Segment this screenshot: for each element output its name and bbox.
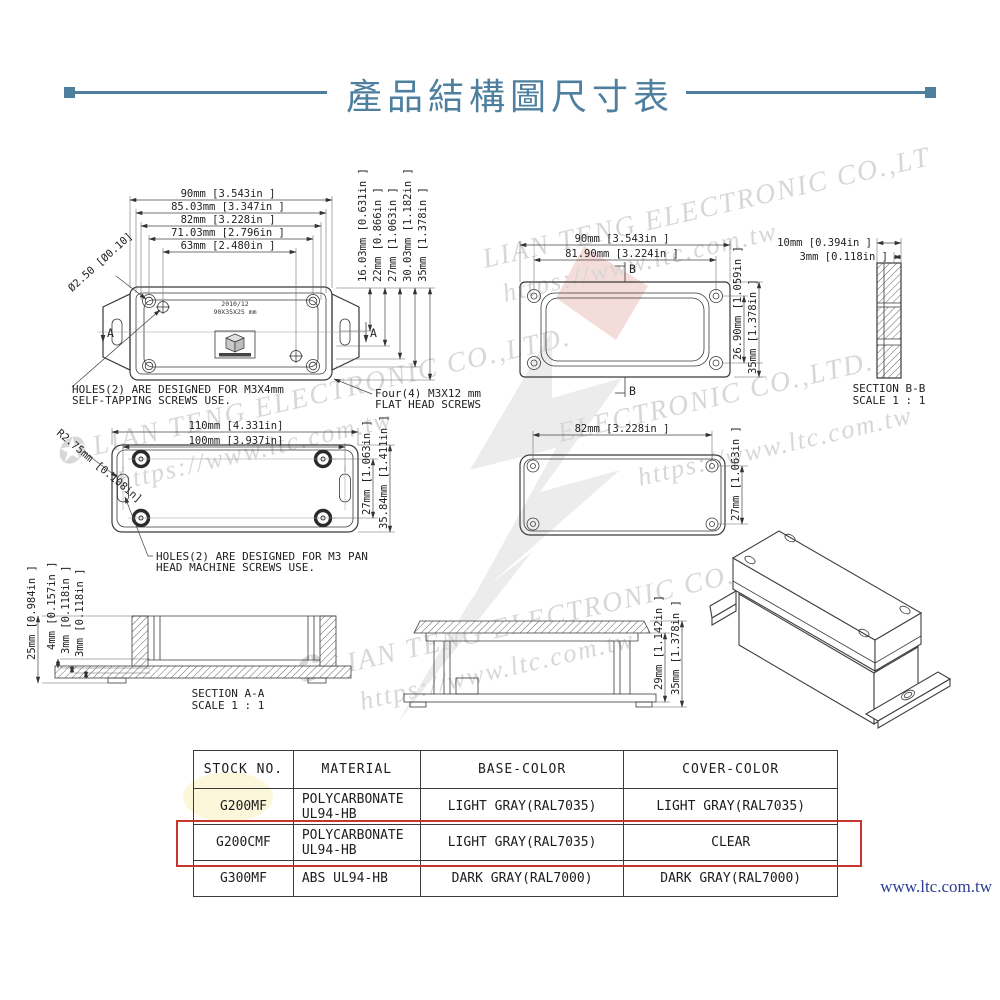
svg-text:3mm [0.118in ]: 3mm [0.118in ] bbox=[74, 568, 86, 657]
cover-corner-holes bbox=[527, 289, 723, 370]
svg-text:82mm [3.228in ]: 82mm [3.228in ] bbox=[181, 214, 276, 226]
interior-text-date: 2010/12 bbox=[221, 300, 248, 308]
svg-text:26.90mm [1.059in ]: 26.90mm [1.059in ] bbox=[732, 246, 744, 360]
cover-inside-holes bbox=[526, 459, 719, 531]
iso-lid-top bbox=[731, 530, 923, 641]
radius-label: R2.75mm [0.108in] bbox=[54, 427, 144, 505]
svg-text:27mm [1.063in ]: 27mm [1.063in ] bbox=[387, 187, 399, 282]
svg-text:3mm [0.118in ]: 3mm [0.118in ] bbox=[60, 565, 72, 654]
svg-text:35mm [1.378in ]: 35mm [1.378in ] bbox=[417, 187, 429, 282]
svg-text:81.90mm [3.224in ]: 81.90mm [3.224in ] bbox=[565, 248, 679, 260]
logo-watermark-tail bbox=[398, 552, 532, 722]
section-b-marker-bottom: B bbox=[629, 384, 636, 398]
enclosure-outline bbox=[129, 286, 333, 381]
svg-text:27mm [1.063in ]: 27mm [1.063in ] bbox=[361, 420, 373, 515]
svg-text:71.03mm [2.796in ]: 71.03mm [2.796in ] bbox=[171, 227, 285, 239]
svg-text:SCALE 1 : 1: SCALE 1 : 1 bbox=[853, 394, 926, 407]
base-bosses bbox=[131, 449, 333, 528]
svg-text:100mm [3.937in]: 100mm [3.937in] bbox=[189, 435, 284, 447]
website-link[interactable]: www.ltc.com.tw bbox=[880, 877, 992, 896]
svg-text:85.03mm [3.347in ]: 85.03mm [3.347in ] bbox=[171, 201, 285, 213]
svg-text:16.03mm [0.631in ]: 16.03mm [0.631in ] bbox=[357, 168, 369, 282]
svg-text:FLAT HEAD SCREWS: FLAT HEAD SCREWS bbox=[375, 398, 481, 411]
drawing-cover-outside: 90mm [3.543in ] 81.90mm [3.224in ] 26.90… bbox=[519, 233, 763, 398]
self-tapping-holes bbox=[156, 300, 303, 363]
svg-text:4mm [0.157in ]: 4mm [0.157in ] bbox=[46, 561, 58, 650]
section-b-marker-top: B bbox=[629, 262, 636, 276]
svg-text:29mm [1.142in ]: 29mm [1.142in ] bbox=[653, 595, 665, 690]
drawing-top-view: 2010/12 90X35X25 mm A A 90mm [3.543in ] … bbox=[66, 168, 481, 411]
note-machine-screws: HOLES(2) ARE DESIGNED FOR M3 PAN bbox=[156, 550, 368, 563]
top-view-horizontal-dims: 90mm [3.543in ] 85.03mm [3.347in ] 82mm … bbox=[129, 188, 333, 350]
cover-outline bbox=[519, 281, 731, 378]
svg-text:27mm [1.063in ]: 27mm [1.063in ] bbox=[730, 426, 742, 521]
drawing-base-view: 110mm [4.331in] 100mm [3.937in] 27mm [1.… bbox=[54, 415, 395, 574]
drawing-side-view: 29mm [1.142in ] 35mm [1.378in ] bbox=[403, 595, 687, 708]
section-bb-outline bbox=[876, 262, 902, 379]
svg-text:82mm [3.228in ]: 82mm [3.228in ] bbox=[575, 423, 670, 435]
svg-text:SELF-TAPPING SCREWS USE.: SELF-TAPPING SCREWS USE. bbox=[72, 394, 231, 407]
svg-text:110mm [4.331in]: 110mm [4.331in] bbox=[189, 420, 284, 432]
drawing-section-aa: 25mm [0.984in ] 4mm [0.157in ] 3mm [0.11… bbox=[26, 561, 352, 712]
svg-text:3mm [0.118in ]: 3mm [0.118in ] bbox=[799, 251, 888, 263]
note-tapping-screws: HOLES(2) ARE DESIGNED FOR M3X4mm bbox=[72, 383, 284, 396]
interior-text-size: 90X35X25 mm bbox=[213, 308, 256, 316]
iso-lid-screws bbox=[744, 533, 911, 638]
section-a-marker-left: A bbox=[107, 326, 114, 340]
drawing-cover-inside: 82mm [3.228in ] 27mm [1.063in ] bbox=[519, 423, 748, 536]
svg-text:35.84mm [1.411in ]: 35.84mm [1.411in ] bbox=[378, 415, 390, 529]
svg-text:22mm [0.866in ]: 22mm [0.866in ] bbox=[372, 187, 384, 282]
top-view-vertical-dims: 16.03mm [0.631in ] 22mm [0.866in ] 27mm … bbox=[336, 168, 435, 381]
svg-text:90mm [3.543in ]: 90mm [3.543in ] bbox=[181, 188, 276, 200]
note-flat-head-screws: Four(4) M3X12 mm bbox=[375, 387, 481, 400]
svg-text:HEAD MACHINE SCREWS USE.: HEAD MACHINE SCREWS USE. bbox=[156, 561, 315, 574]
cover-inside-outline bbox=[519, 454, 726, 536]
svg-text:25mm [0.984in ]: 25mm [0.984in ] bbox=[26, 565, 38, 660]
section-aa-label: SECTION A-A bbox=[192, 687, 265, 700]
drawing-section-bb: 10mm [0.394in ] 3mm [0.118in ] SECTION B… bbox=[777, 237, 926, 407]
svg-text:30.03mm [1.182in ]: 30.03mm [1.182in ] bbox=[402, 168, 414, 282]
svg-text:10mm [0.394in ]: 10mm [0.394in ] bbox=[777, 237, 872, 249]
svg-text:35mm [1.378in ]: 35mm [1.378in ] bbox=[670, 600, 682, 695]
section-a-marker-right: A bbox=[370, 326, 377, 340]
svg-text:SCALE 1 : 1: SCALE 1 : 1 bbox=[192, 699, 265, 712]
svg-text:63mm [2.480in ]: 63mm [2.480in ] bbox=[181, 240, 276, 252]
hole-diameter-label: Ø2.50 [Ø0.10] bbox=[66, 230, 135, 294]
logo-plate bbox=[214, 330, 256, 359]
section-bb-label: SECTION B-B bbox=[853, 382, 926, 395]
logo-watermark-shape bbox=[470, 330, 622, 600]
svg-text:90mm [3.543in ]: 90mm [3.543in ] bbox=[575, 233, 670, 245]
svg-text:35mm [1.378in ]: 35mm [1.378in ] bbox=[747, 279, 759, 374]
drawing-isometric-view bbox=[709, 530, 952, 729]
